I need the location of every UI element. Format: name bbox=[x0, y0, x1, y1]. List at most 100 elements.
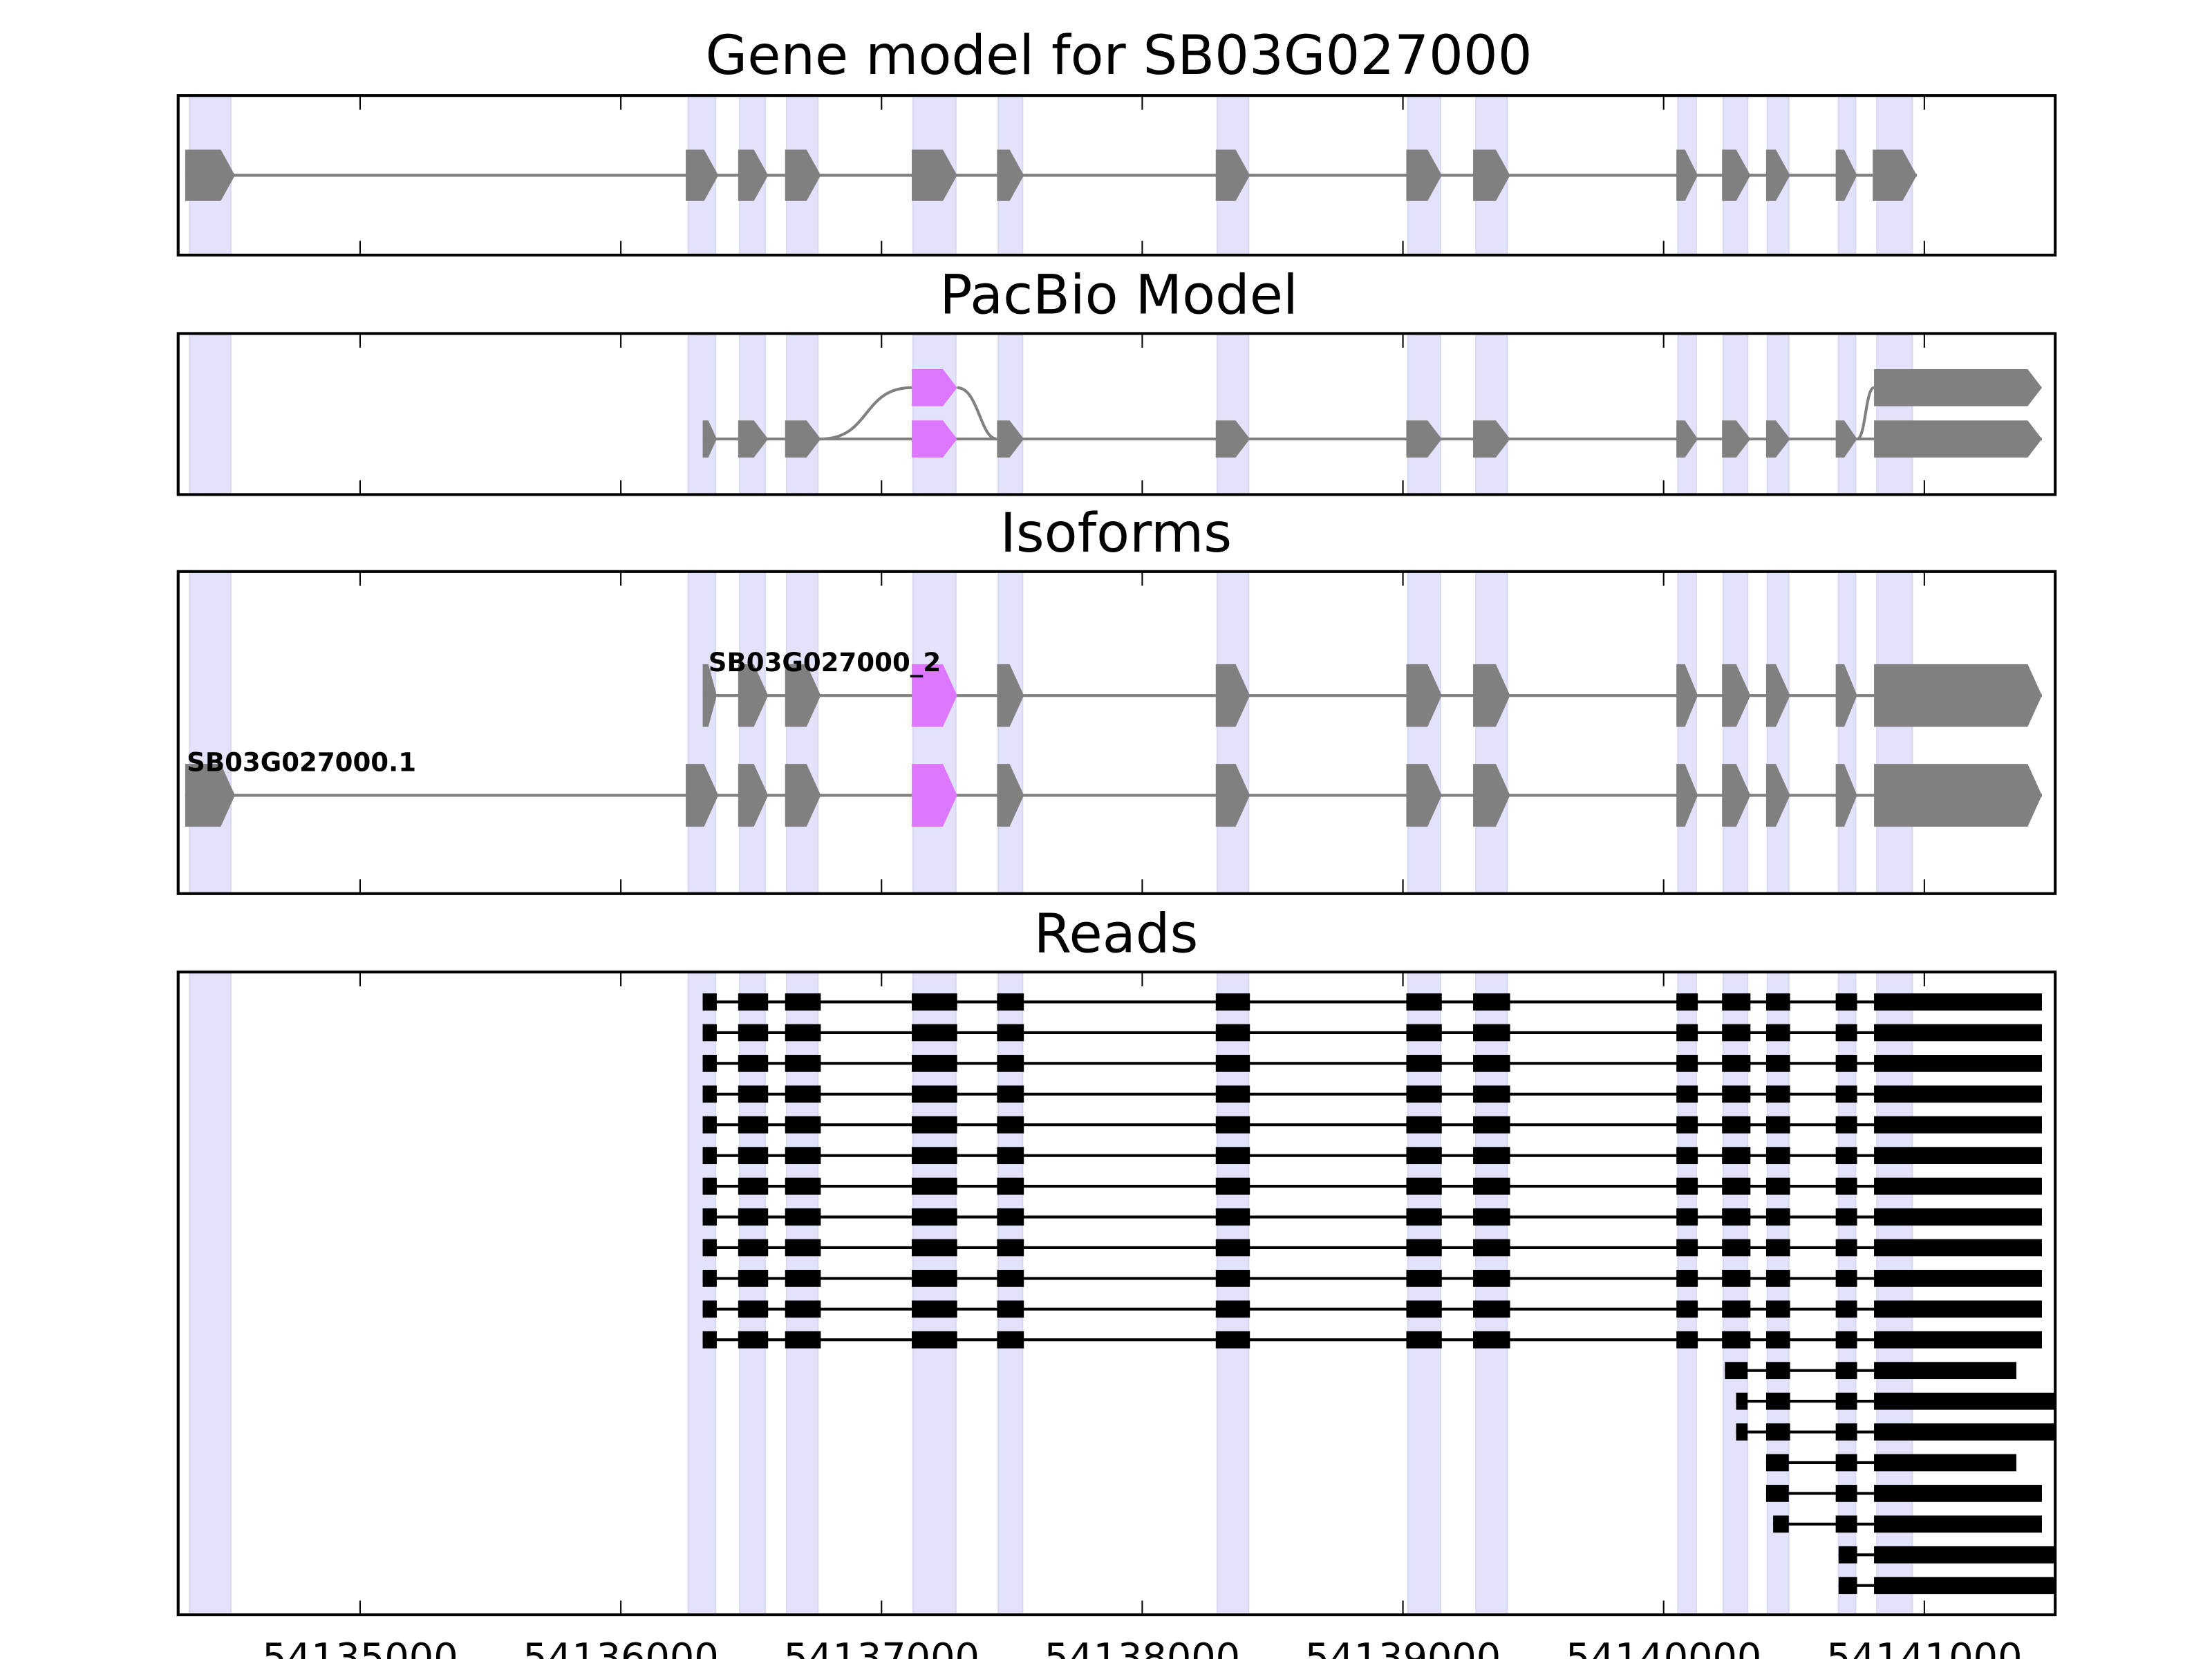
highlight-band bbox=[785, 971, 819, 1616]
exon bbox=[1874, 764, 2042, 827]
read-block bbox=[1473, 1054, 1510, 1072]
read-block bbox=[1676, 1331, 1698, 1349]
read-block bbox=[1765, 1300, 1790, 1318]
read-block bbox=[1406, 1054, 1442, 1072]
read-block bbox=[702, 1116, 717, 1134]
read-block bbox=[1874, 1392, 2056, 1410]
highlight-band bbox=[1217, 570, 1250, 894]
highlight-band bbox=[1475, 971, 1508, 1616]
read bbox=[1765, 1485, 2042, 1502]
read-block bbox=[1676, 1208, 1698, 1226]
exon bbox=[1873, 149, 1917, 201]
x-tick-label: 54138000 bbox=[1044, 1635, 1240, 1659]
read-block bbox=[1874, 1177, 2042, 1195]
read-block bbox=[1215, 1331, 1250, 1349]
x-tick-label: 54139000 bbox=[1305, 1635, 1501, 1659]
read-block bbox=[738, 1024, 769, 1042]
read-block bbox=[785, 1085, 821, 1103]
read-block bbox=[1473, 1116, 1510, 1134]
read bbox=[1725, 1362, 2017, 1380]
read-block bbox=[1473, 1024, 1510, 1042]
read-block bbox=[1835, 993, 1857, 1011]
exon bbox=[686, 149, 719, 201]
x-tick-label: 54135000 bbox=[262, 1635, 458, 1659]
panel-1 bbox=[176, 332, 2057, 496]
panel-title-gene-model: Gene model for SB03G027000 bbox=[706, 24, 1533, 87]
highlight-band bbox=[1407, 971, 1441, 1616]
read-block bbox=[997, 1054, 1024, 1072]
highlight-band bbox=[1475, 570, 1508, 894]
read-block bbox=[785, 1239, 821, 1257]
read-block bbox=[1722, 1331, 1751, 1349]
read-block bbox=[912, 1177, 957, 1195]
read-block bbox=[738, 1208, 769, 1226]
read-block bbox=[1676, 1300, 1698, 1318]
highlight-band bbox=[1837, 971, 1857, 1616]
read bbox=[702, 1270, 2042, 1287]
exon bbox=[912, 764, 957, 827]
read-block bbox=[1874, 1054, 2042, 1072]
read-block bbox=[1765, 1392, 1790, 1410]
read-block bbox=[1215, 1239, 1250, 1257]
read-block bbox=[1736, 1423, 1748, 1441]
read-block bbox=[997, 1147, 1024, 1165]
panel-title-reads: Reads bbox=[1034, 902, 1199, 965]
read-block bbox=[997, 1085, 1024, 1103]
read-block bbox=[1676, 1085, 1698, 1103]
read-block bbox=[1676, 993, 1698, 1011]
exon bbox=[1765, 664, 1790, 727]
exon bbox=[912, 420, 957, 458]
read-block bbox=[1722, 1085, 1751, 1103]
exon bbox=[1835, 764, 1857, 827]
read-block bbox=[1874, 1577, 2056, 1595]
read-block bbox=[1835, 1392, 1857, 1410]
exon bbox=[1406, 764, 1442, 827]
read-block bbox=[912, 1270, 957, 1287]
read-block bbox=[1765, 1423, 1790, 1441]
exon bbox=[1406, 664, 1442, 727]
read-block bbox=[1765, 1208, 1790, 1226]
read-block bbox=[1765, 1147, 1790, 1165]
exon bbox=[1215, 420, 1250, 458]
exon bbox=[702, 420, 717, 458]
read-block bbox=[997, 1024, 1024, 1042]
axes-frame bbox=[176, 94, 2057, 257]
highlight-band bbox=[912, 332, 957, 496]
read-block bbox=[702, 1300, 717, 1318]
exon bbox=[1215, 764, 1250, 827]
read-block bbox=[738, 1054, 769, 1072]
read-block bbox=[1722, 1208, 1751, 1226]
read-block bbox=[1406, 1300, 1442, 1318]
read bbox=[1773, 1515, 2042, 1533]
read-block bbox=[1765, 1177, 1790, 1195]
axes-frame bbox=[176, 971, 2057, 1617]
read-block bbox=[738, 1239, 769, 1257]
read-block bbox=[1765, 1054, 1790, 1072]
read-block bbox=[997, 1239, 1024, 1257]
read-block bbox=[1215, 993, 1250, 1011]
exon bbox=[997, 149, 1024, 201]
exon bbox=[1215, 664, 1250, 727]
highlight-band bbox=[997, 570, 1024, 894]
alt-splice-curve bbox=[957, 386, 997, 441]
highlight-band bbox=[1876, 332, 1913, 496]
read-block bbox=[1676, 1177, 1698, 1195]
read-block bbox=[785, 1116, 821, 1134]
highlight-band bbox=[1677, 971, 1697, 1616]
x-tick-label: 54140000 bbox=[1566, 1635, 1761, 1659]
exon bbox=[1676, 764, 1698, 827]
exon bbox=[997, 664, 1024, 727]
panel-title-pacbio: PacBio Model bbox=[939, 264, 1297, 327]
read-block bbox=[1874, 1085, 2042, 1103]
read-block bbox=[912, 1239, 957, 1257]
read-block bbox=[1473, 1177, 1510, 1195]
panel-3 bbox=[176, 971, 2057, 1617]
read-block bbox=[1765, 1270, 1790, 1287]
read-block bbox=[1676, 1116, 1698, 1134]
read-block bbox=[1676, 1147, 1698, 1165]
read-block bbox=[1473, 1331, 1510, 1349]
read-block bbox=[1722, 1300, 1751, 1318]
highlight-band bbox=[997, 971, 1024, 1616]
read-block bbox=[702, 1270, 717, 1287]
read-block bbox=[1722, 1147, 1751, 1165]
